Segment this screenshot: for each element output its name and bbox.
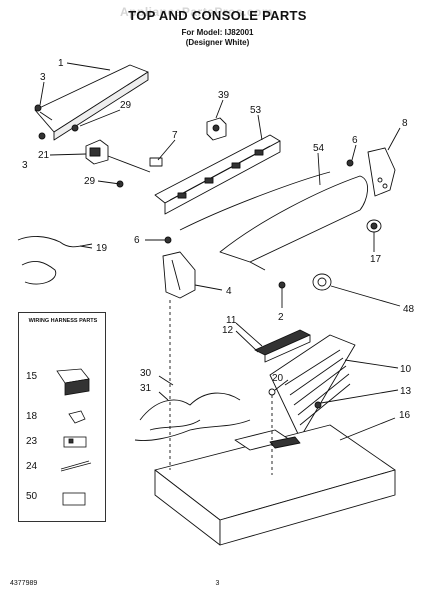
- callout-39: 39: [218, 90, 230, 101]
- top-panel: [154, 424, 396, 546]
- model-line: For Model: IJ82001: [181, 28, 254, 37]
- console-panel: [154, 134, 281, 215]
- filter-cover: [254, 329, 311, 363]
- callout-6-left: 6: [134, 235, 140, 246]
- screw-3a: [34, 104, 42, 112]
- page-number: 3: [215, 580, 220, 587]
- rotary-knob: [312, 273, 332, 291]
- callout-20: 20: [272, 373, 284, 384]
- lint-screen: [269, 334, 356, 439]
- callout-3-bottom: 3: [22, 160, 28, 171]
- variant-line: (Designer White): [185, 38, 250, 47]
- callout-30: 30: [140, 368, 152, 379]
- screw-6a: [346, 159, 354, 167]
- callout-4: 4: [226, 286, 232, 297]
- wiring-harness-legend: WIRING HARNESS PARTS 15 18 23 24 50: [18, 312, 106, 522]
- callout-12: 12: [222, 325, 234, 336]
- timer-knob: [206, 117, 227, 141]
- watermark: AppliancePartsPros.com: [120, 5, 274, 19]
- callout-48: 48: [403, 304, 415, 315]
- console-top: [179, 171, 368, 271]
- bracket-wire: [107, 155, 151, 173]
- callout-11: 11: [226, 315, 237, 326]
- screw-6b: [164, 236, 172, 244]
- callout-16: 16: [399, 410, 411, 421]
- page-title: TOP AND CONSOLE PARTS: [128, 8, 307, 23]
- wire-harness: [17, 236, 93, 285]
- callout-19: 19: [96, 243, 108, 254]
- callout-54: 54: [313, 143, 325, 154]
- bracket: [85, 139, 109, 165]
- doc-number: 4377989: [10, 580, 38, 587]
- callout-6-right: 6: [352, 135, 358, 146]
- screw-2: [278, 281, 286, 289]
- callout-8: 8: [402, 118, 408, 129]
- control-knob: [366, 219, 382, 233]
- end-cap-right: [367, 147, 396, 197]
- end-cap-left: [162, 251, 196, 299]
- legend-item: 18: [26, 411, 38, 422]
- callout-10: 10: [400, 364, 412, 375]
- callout-7: 7: [172, 130, 178, 141]
- internal-harness: [134, 392, 251, 441]
- legend-item: 24: [26, 461, 38, 472]
- legend-item: 23: [26, 436, 38, 447]
- switch-clip: [149, 157, 163, 167]
- screw-3b: [38, 132, 46, 140]
- screw-29a: [71, 124, 79, 132]
- legend-parts-art: [56, 368, 92, 506]
- legend-title: WIRING HARNESS PARTS: [28, 318, 98, 324]
- legend-item: 50: [26, 491, 38, 502]
- callout-31: 31: [140, 383, 152, 394]
- callout-29-top: 29: [120, 100, 132, 111]
- screw-20: [268, 388, 276, 396]
- callout-17: 17: [370, 254, 382, 265]
- callout-1: 1: [58, 58, 64, 69]
- callout-21: 21: [38, 150, 50, 161]
- rear-panel: [34, 64, 149, 141]
- callout-3-top: 3: [40, 72, 46, 83]
- callout-29-bottom: 29: [84, 176, 96, 187]
- callout-13: 13: [400, 386, 412, 397]
- legend-item: 15: [26, 371, 38, 382]
- callout-53: 53: [250, 105, 262, 116]
- screw-13: [314, 401, 322, 409]
- callout-2: 2: [278, 312, 284, 323]
